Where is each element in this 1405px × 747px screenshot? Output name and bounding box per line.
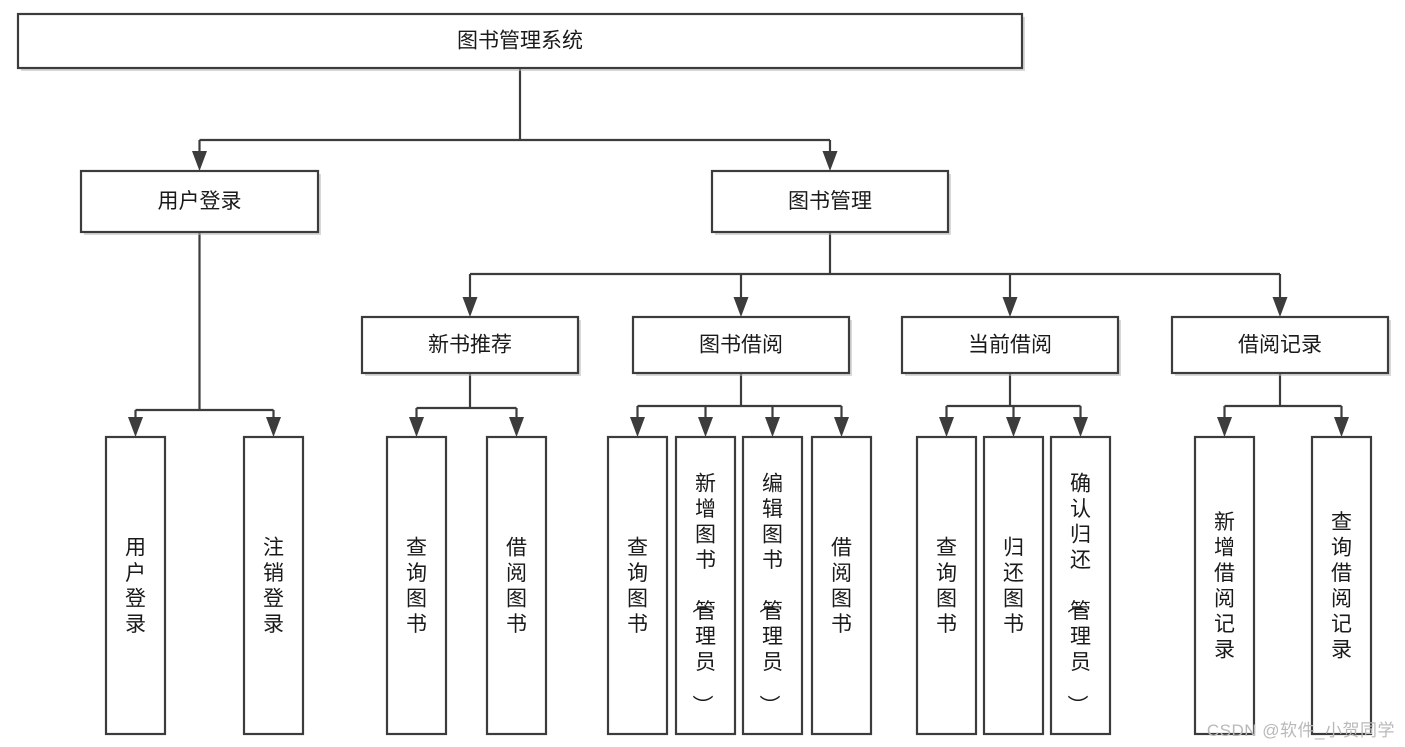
edge-bookborrow-to-add-arrow-icon [698,417,713,437]
edge-group-book-manage [462,232,1288,317]
node-leaf-return-book-box[interactable] [982,435,1045,736]
node-leaf-confirm-return-admin-label: 确认归还（管理员） [1065,473,1091,716]
node-book-management-label: 图书管理 [788,190,872,213]
node-leaf-add-book-admin-label: 新增图书（管理员） [690,473,716,716]
node-leaf-query-book-recommend[interactable]: 查询图书 [385,435,448,736]
node-leaf-edit-book-admin-label: 编辑图书（管理员） [757,473,783,716]
node-leaf-add-borrow-record-label: 新增借阅记录 [1214,511,1235,662]
node-user-login-box[interactable] [79,169,320,234]
node-leaf-logout[interactable]: 注销登录 [242,435,305,736]
node-user-login[interactable]: 用户登录 [79,169,321,235]
edge-login-to-user-login-arrow-icon [128,417,143,437]
edge-bookmgmt-to-current-borrow-arrow-icon [1002,297,1018,317]
node-leaf-borrow-book-borrow-label: 借阅图书 [831,536,852,636]
node-current-borrow-box[interactable] [900,315,1120,375]
edge-root-to-book-management-arrow-icon [822,151,838,171]
node-leaf-add-borrow-record[interactable]: 新增借阅记录 [1193,435,1256,736]
node-leaf-add-borrow-record-box[interactable] [1193,435,1256,736]
node-system-root-box[interactable] [16,12,1024,70]
node-leaf-edit-book-admin[interactable]: 编辑图书（管理员） [741,435,804,736]
node-book-borrow-label: 图书借阅 [699,334,783,357]
node-new-book-recommend-label: 新书推荐 [428,334,512,357]
node-borrow-record-box[interactable] [1170,315,1390,375]
node-leaf-confirm-return-admin-box[interactable] [1049,435,1112,736]
node-leaf-query-book-recommend-box[interactable] [385,435,448,736]
edge-group-root [192,68,838,171]
node-leaf-borrow-book-borrow-box[interactable] [810,435,873,736]
node-leaf-edit-book-admin-box[interactable] [741,435,804,736]
node-book-borrow-box[interactable] [631,315,851,375]
node-new-book-recommend-box[interactable] [360,315,580,375]
node-leaf-query-borrow-record-label: 查询借阅记录 [1331,511,1352,662]
node-leaf-query-book-borrow-box[interactable] [606,435,669,736]
edge-bookmgmt-to-borrow-record-arrow-icon [1272,297,1288,317]
edge-record-to-query-arrow-icon [1334,417,1349,437]
node-system-root-label: 图书管理系统 [457,30,583,53]
edge-bookmgmt-to-book-borrow-arrow-icon [733,297,749,317]
edge-bookborrow-to-query-arrow-icon [630,417,645,437]
edge-record-to-add-arrow-icon [1217,417,1232,437]
edge-newbook-to-borrow-arrow-icon [509,417,524,437]
nodes-layer: 图书管理系统用户登录图书管理新书推荐图书借阅当前借阅借阅记录用户登录注销登录查询… [16,12,1391,736]
node-book-management[interactable]: 图书管理 [710,169,951,235]
node-leaf-borrow-book-recommend-box[interactable] [485,435,548,736]
node-leaf-query-book-recommend-label: 查询图书 [406,536,427,636]
node-leaf-logout-box[interactable] [242,435,305,736]
edge-current-to-query-arrow-icon [939,417,954,437]
node-book-borrow[interactable]: 图书借阅 [631,315,852,376]
node-leaf-borrow-book-recommend-label: 借阅图书 [506,536,527,636]
node-leaf-query-book-borrow[interactable]: 查询图书 [606,435,669,736]
node-leaf-query-borrow-record-box[interactable] [1310,435,1373,736]
edge-current-to-confirm-arrow-icon [1073,417,1088,437]
edge-group-borrow-record [1217,373,1349,437]
node-leaf-user-login-box[interactable] [104,435,167,736]
edge-bookborrow-to-edit-arrow-icon [765,417,780,437]
node-borrow-record-label: 借阅记录 [1238,334,1322,357]
node-leaf-query-book-current-label: 查询图书 [936,536,957,636]
node-leaf-borrow-book-borrow[interactable]: 借阅图书 [810,435,873,736]
node-user-login-label: 用户登录 [158,190,242,213]
node-current-borrow-label: 当前借阅 [968,334,1052,357]
edge-current-to-return-arrow-icon [1006,417,1021,437]
node-leaf-return-book-label: 归还图书 [1003,536,1024,636]
watermark-label: CSDN @软件_小贺同学 [1206,721,1395,740]
node-leaf-query-book-current-box[interactable] [915,435,978,736]
edge-group-new-book-rec [409,373,524,437]
node-current-borrow[interactable]: 当前借阅 [900,315,1121,376]
node-system-root[interactable]: 图书管理系统 [16,12,1025,71]
edge-newbook-to-query-arrow-icon [409,417,424,437]
node-new-book-recommend[interactable]: 新书推荐 [360,315,581,376]
edge-group-current-borrow [939,373,1088,437]
node-borrow-record[interactable]: 借阅记录 [1170,315,1391,376]
edge-group-user-login [128,232,281,437]
node-leaf-user-login-label: 用户登录 [125,536,146,636]
node-book-management-box[interactable] [710,169,950,234]
node-leaf-return-book[interactable]: 归还图书 [982,435,1045,736]
edge-root-to-user-login-arrow-icon [192,151,207,171]
node-leaf-confirm-return-admin[interactable]: 确认归还（管理员） [1049,435,1112,736]
node-leaf-query-book-current[interactable]: 查询图书 [915,435,978,736]
node-leaf-logout-label: 注销登录 [263,536,284,636]
node-leaf-add-book-admin-box[interactable] [674,435,737,736]
edge-bookborrow-to-borrow-arrow-icon [834,417,849,437]
edge-bookmgmt-to-new-book-arrow-icon [462,297,478,317]
node-leaf-query-borrow-record[interactable]: 查询借阅记录 [1310,435,1373,736]
edges-layer [128,68,1349,437]
node-leaf-borrow-book-recommend[interactable]: 借阅图书 [485,435,548,736]
node-leaf-add-book-admin[interactable]: 新增图书（管理员） [674,435,737,736]
node-leaf-user-login[interactable]: 用户登录 [104,435,167,736]
edge-login-to-logout-arrow-icon [266,417,281,437]
edge-group-book-borrow [630,373,849,437]
node-leaf-query-book-borrow-label: 查询图书 [627,536,648,636]
